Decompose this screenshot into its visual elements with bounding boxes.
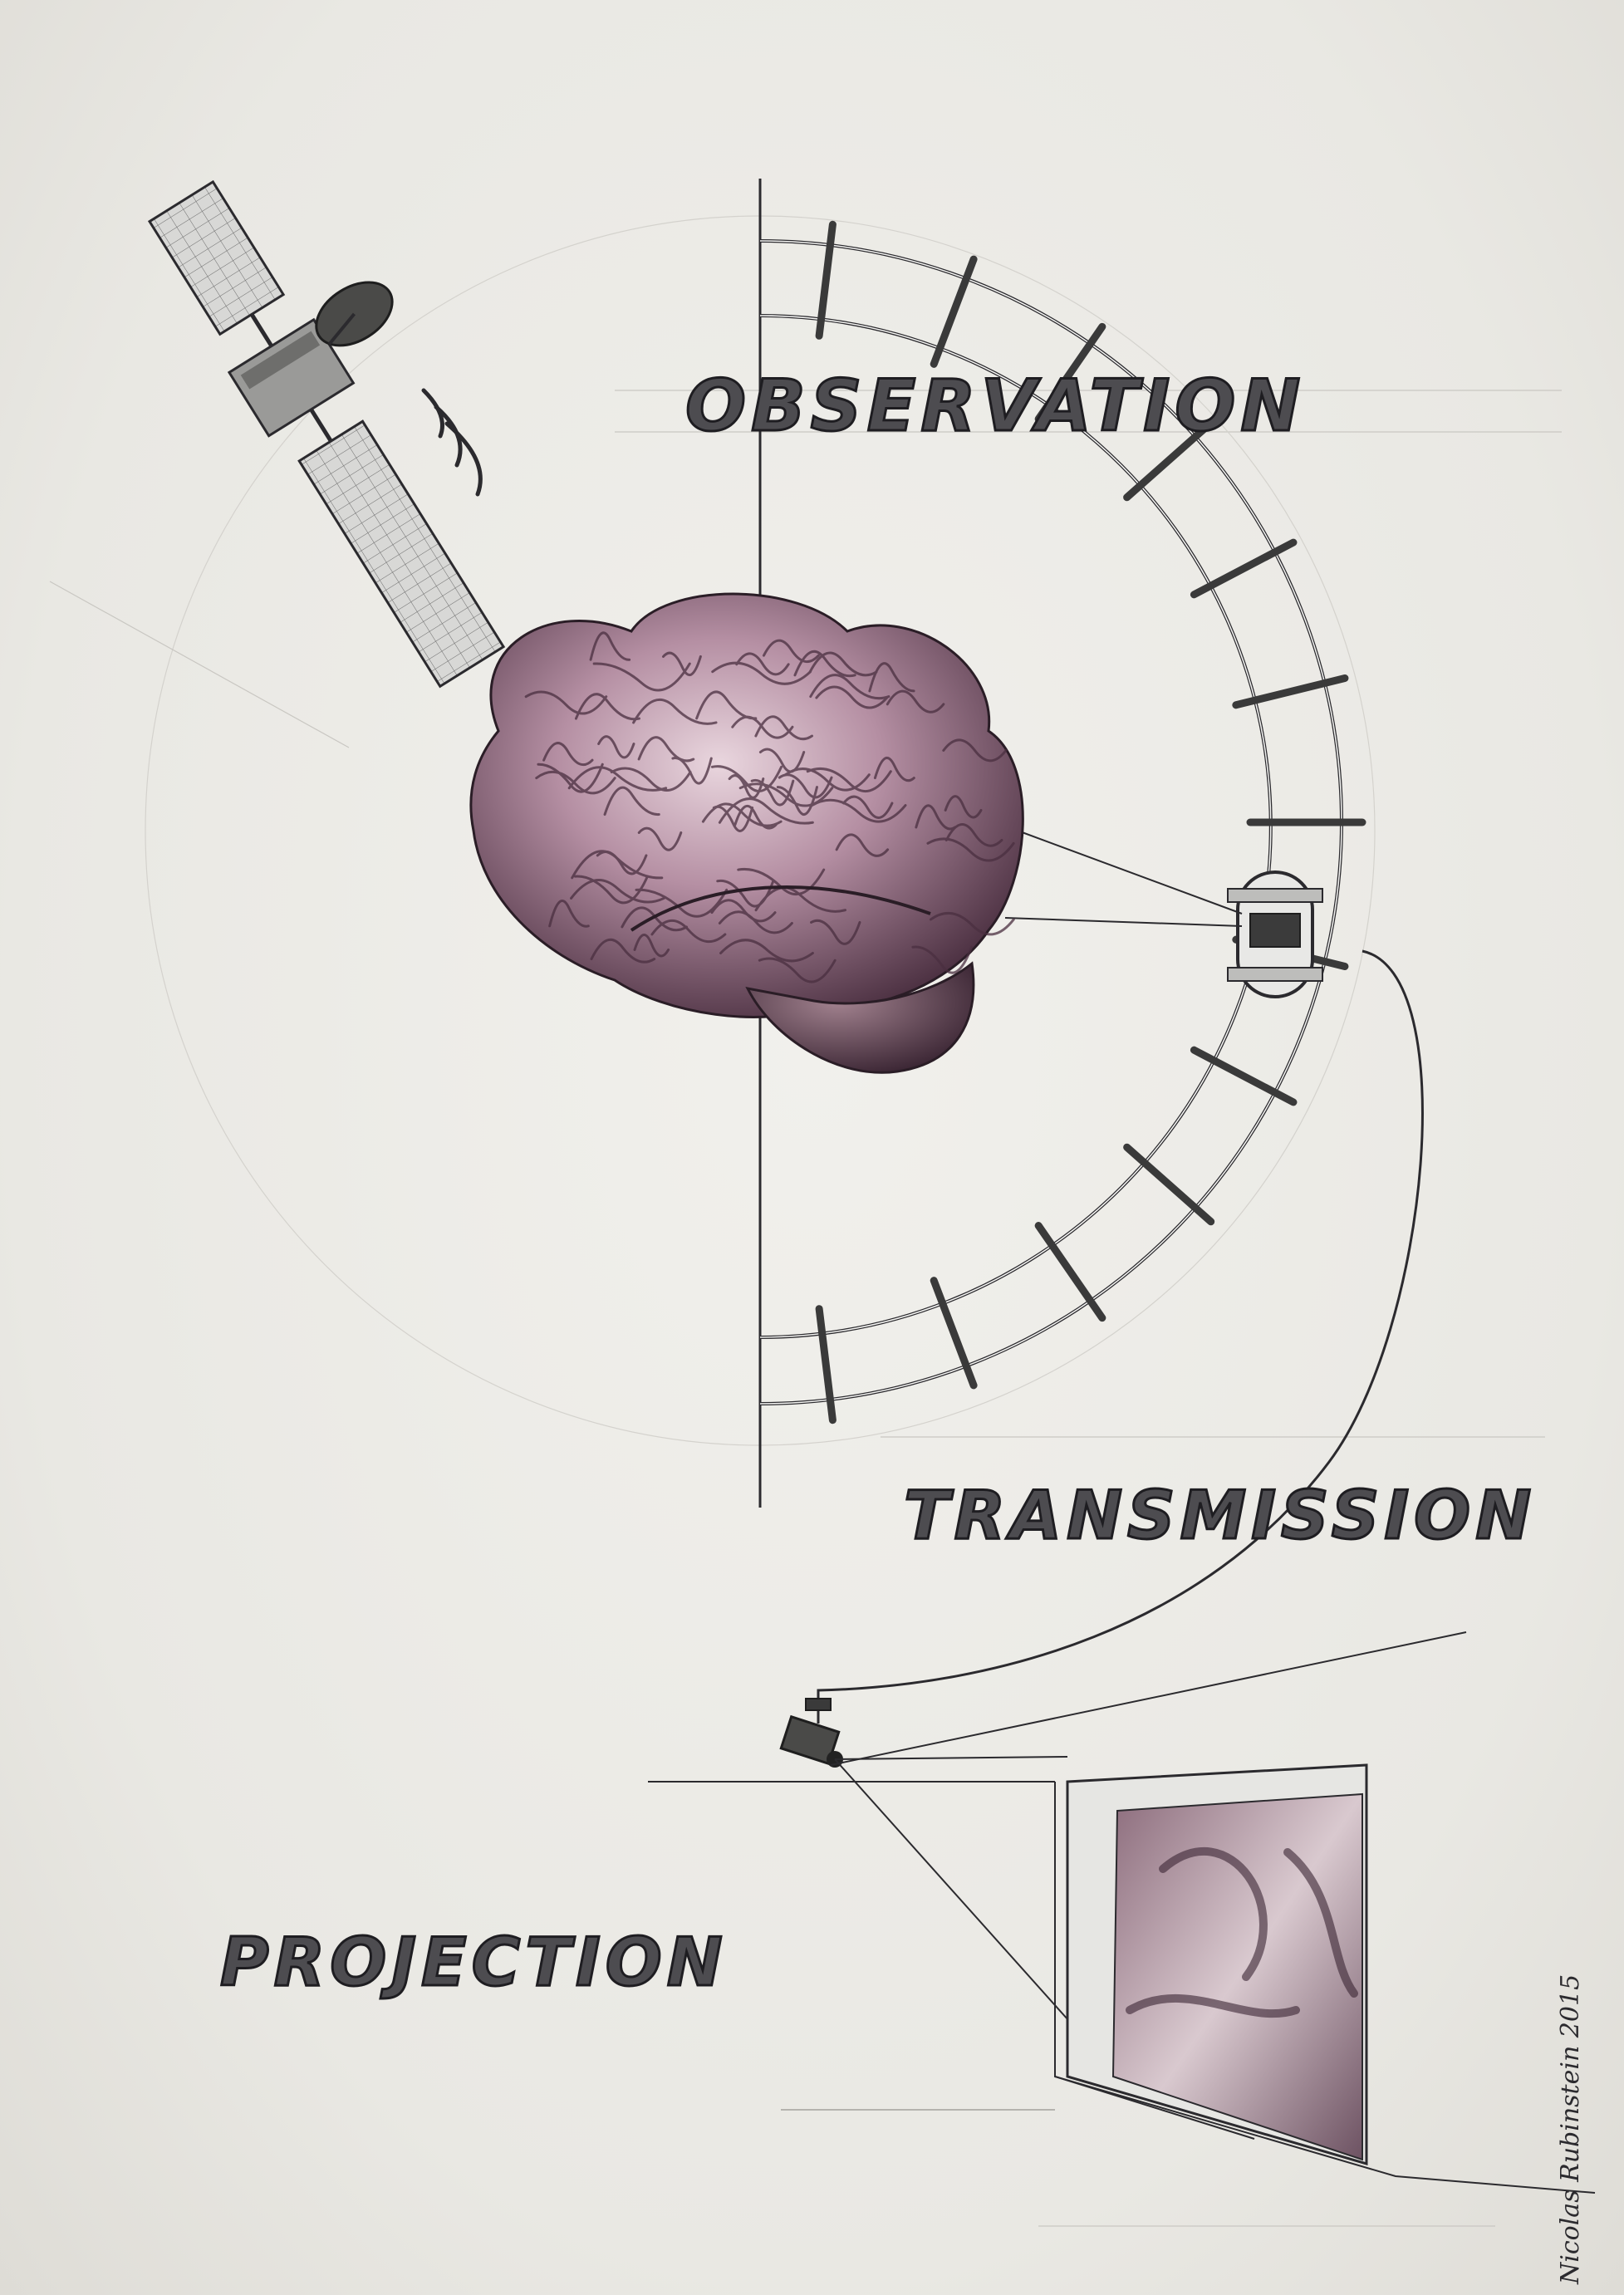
brain-fold	[701, 802, 783, 827]
brain-fold	[842, 795, 894, 819]
brain-fold	[542, 742, 594, 767]
projection-screen	[1066, 1763, 1368, 2165]
brain-fold	[926, 837, 1015, 862]
sight-lines	[1004, 830, 1243, 927]
transmission-cable	[817, 949, 1424, 1715]
brain-fold	[637, 736, 695, 763]
track-sleeper	[1232, 674, 1349, 709]
track-sleeper	[1123, 419, 1215, 502]
brain-fold	[710, 765, 783, 792]
brain-fold	[911, 945, 973, 974]
brain-fold	[590, 938, 656, 964]
brain-fold	[711, 661, 812, 685]
track-sleeper	[1190, 1046, 1298, 1106]
brain-fold	[524, 690, 608, 715]
brain-fold	[567, 766, 668, 792]
brain-fold	[650, 919, 727, 943]
brain-fold	[570, 879, 665, 904]
label-observation: OBSERVATION	[685, 365, 1305, 448]
artist-signature: Nicolas Rubinstein 2015	[1556, 1974, 1585, 2285]
brain-fold	[573, 875, 649, 905]
brain-fold	[731, 715, 794, 739]
brain-fold	[610, 767, 692, 792]
brain-fold	[810, 798, 907, 823]
brain-fold	[873, 756, 915, 782]
brain-fold	[735, 652, 790, 676]
signal-waves	[421, 388, 483, 497]
track-camera	[1227, 870, 1323, 998]
brain-fold	[635, 888, 729, 918]
brain-fold	[810, 919, 861, 945]
brain-fold	[662, 651, 702, 677]
track-sleeper	[930, 255, 978, 368]
brain-fold	[719, 939, 814, 963]
brain-fold	[592, 662, 691, 692]
brain-fold	[710, 899, 777, 923]
brain-fold	[930, 912, 1015, 936]
brain-fold	[815, 685, 889, 709]
brain-fold	[738, 782, 834, 807]
brain-fold	[835, 833, 890, 857]
brain-fold	[806, 767, 892, 792]
brain-fold	[589, 631, 631, 661]
brain-fold	[784, 767, 871, 792]
brain-fold	[535, 770, 616, 795]
brain-fold	[915, 804, 957, 831]
brain-fold	[809, 674, 891, 700]
brain-fold	[574, 693, 640, 721]
brain-fold	[886, 689, 945, 714]
brain-fold	[808, 651, 878, 677]
brain-fold	[754, 715, 813, 741]
brain-fold	[793, 650, 856, 678]
brain-fold	[718, 797, 814, 825]
track-sleeper	[1190, 538, 1298, 599]
projector	[779, 1698, 843, 1768]
brain-fold	[868, 662, 915, 693]
track-sleeper	[815, 1305, 837, 1425]
projection-room	[648, 1631, 1596, 2194]
track-sleeper	[930, 1277, 978, 1390]
solar-panel-lower	[297, 419, 506, 689]
brain-fold	[633, 934, 670, 958]
brain-fold	[762, 639, 820, 664]
track-sleeper	[1123, 1143, 1215, 1226]
label-transmission: TRANSMISSION	[904, 1477, 1536, 1554]
brain-fold	[716, 879, 775, 908]
ring-track	[759, 220, 1366, 1425]
brain-fold	[712, 805, 754, 832]
solar-panel-upper	[147, 179, 286, 336]
track-sleeper	[815, 220, 837, 340]
track-sleeper	[1034, 322, 1106, 423]
brain-fold	[637, 826, 683, 851]
brain-illustration	[469, 592, 1024, 1074]
brain-fold	[944, 795, 983, 819]
brain-fold	[758, 957, 837, 983]
brain-fold	[728, 774, 765, 799]
brain-fold	[942, 738, 1008, 763]
brain-fold	[718, 910, 793, 934]
brain-fold	[632, 698, 718, 725]
satellite	[147, 179, 506, 689]
brain-fold	[758, 748, 806, 773]
brain-fold	[944, 823, 1003, 847]
brain-fold	[548, 900, 590, 928]
label-projection: PROJECTION	[220, 1924, 728, 2001]
brain-fold	[695, 690, 758, 720]
brain-fold	[603, 786, 660, 816]
track-sleeper	[1034, 1222, 1106, 1322]
brain-fold	[537, 763, 604, 793]
brain-fold	[597, 735, 635, 759]
satellite-body	[227, 317, 356, 438]
